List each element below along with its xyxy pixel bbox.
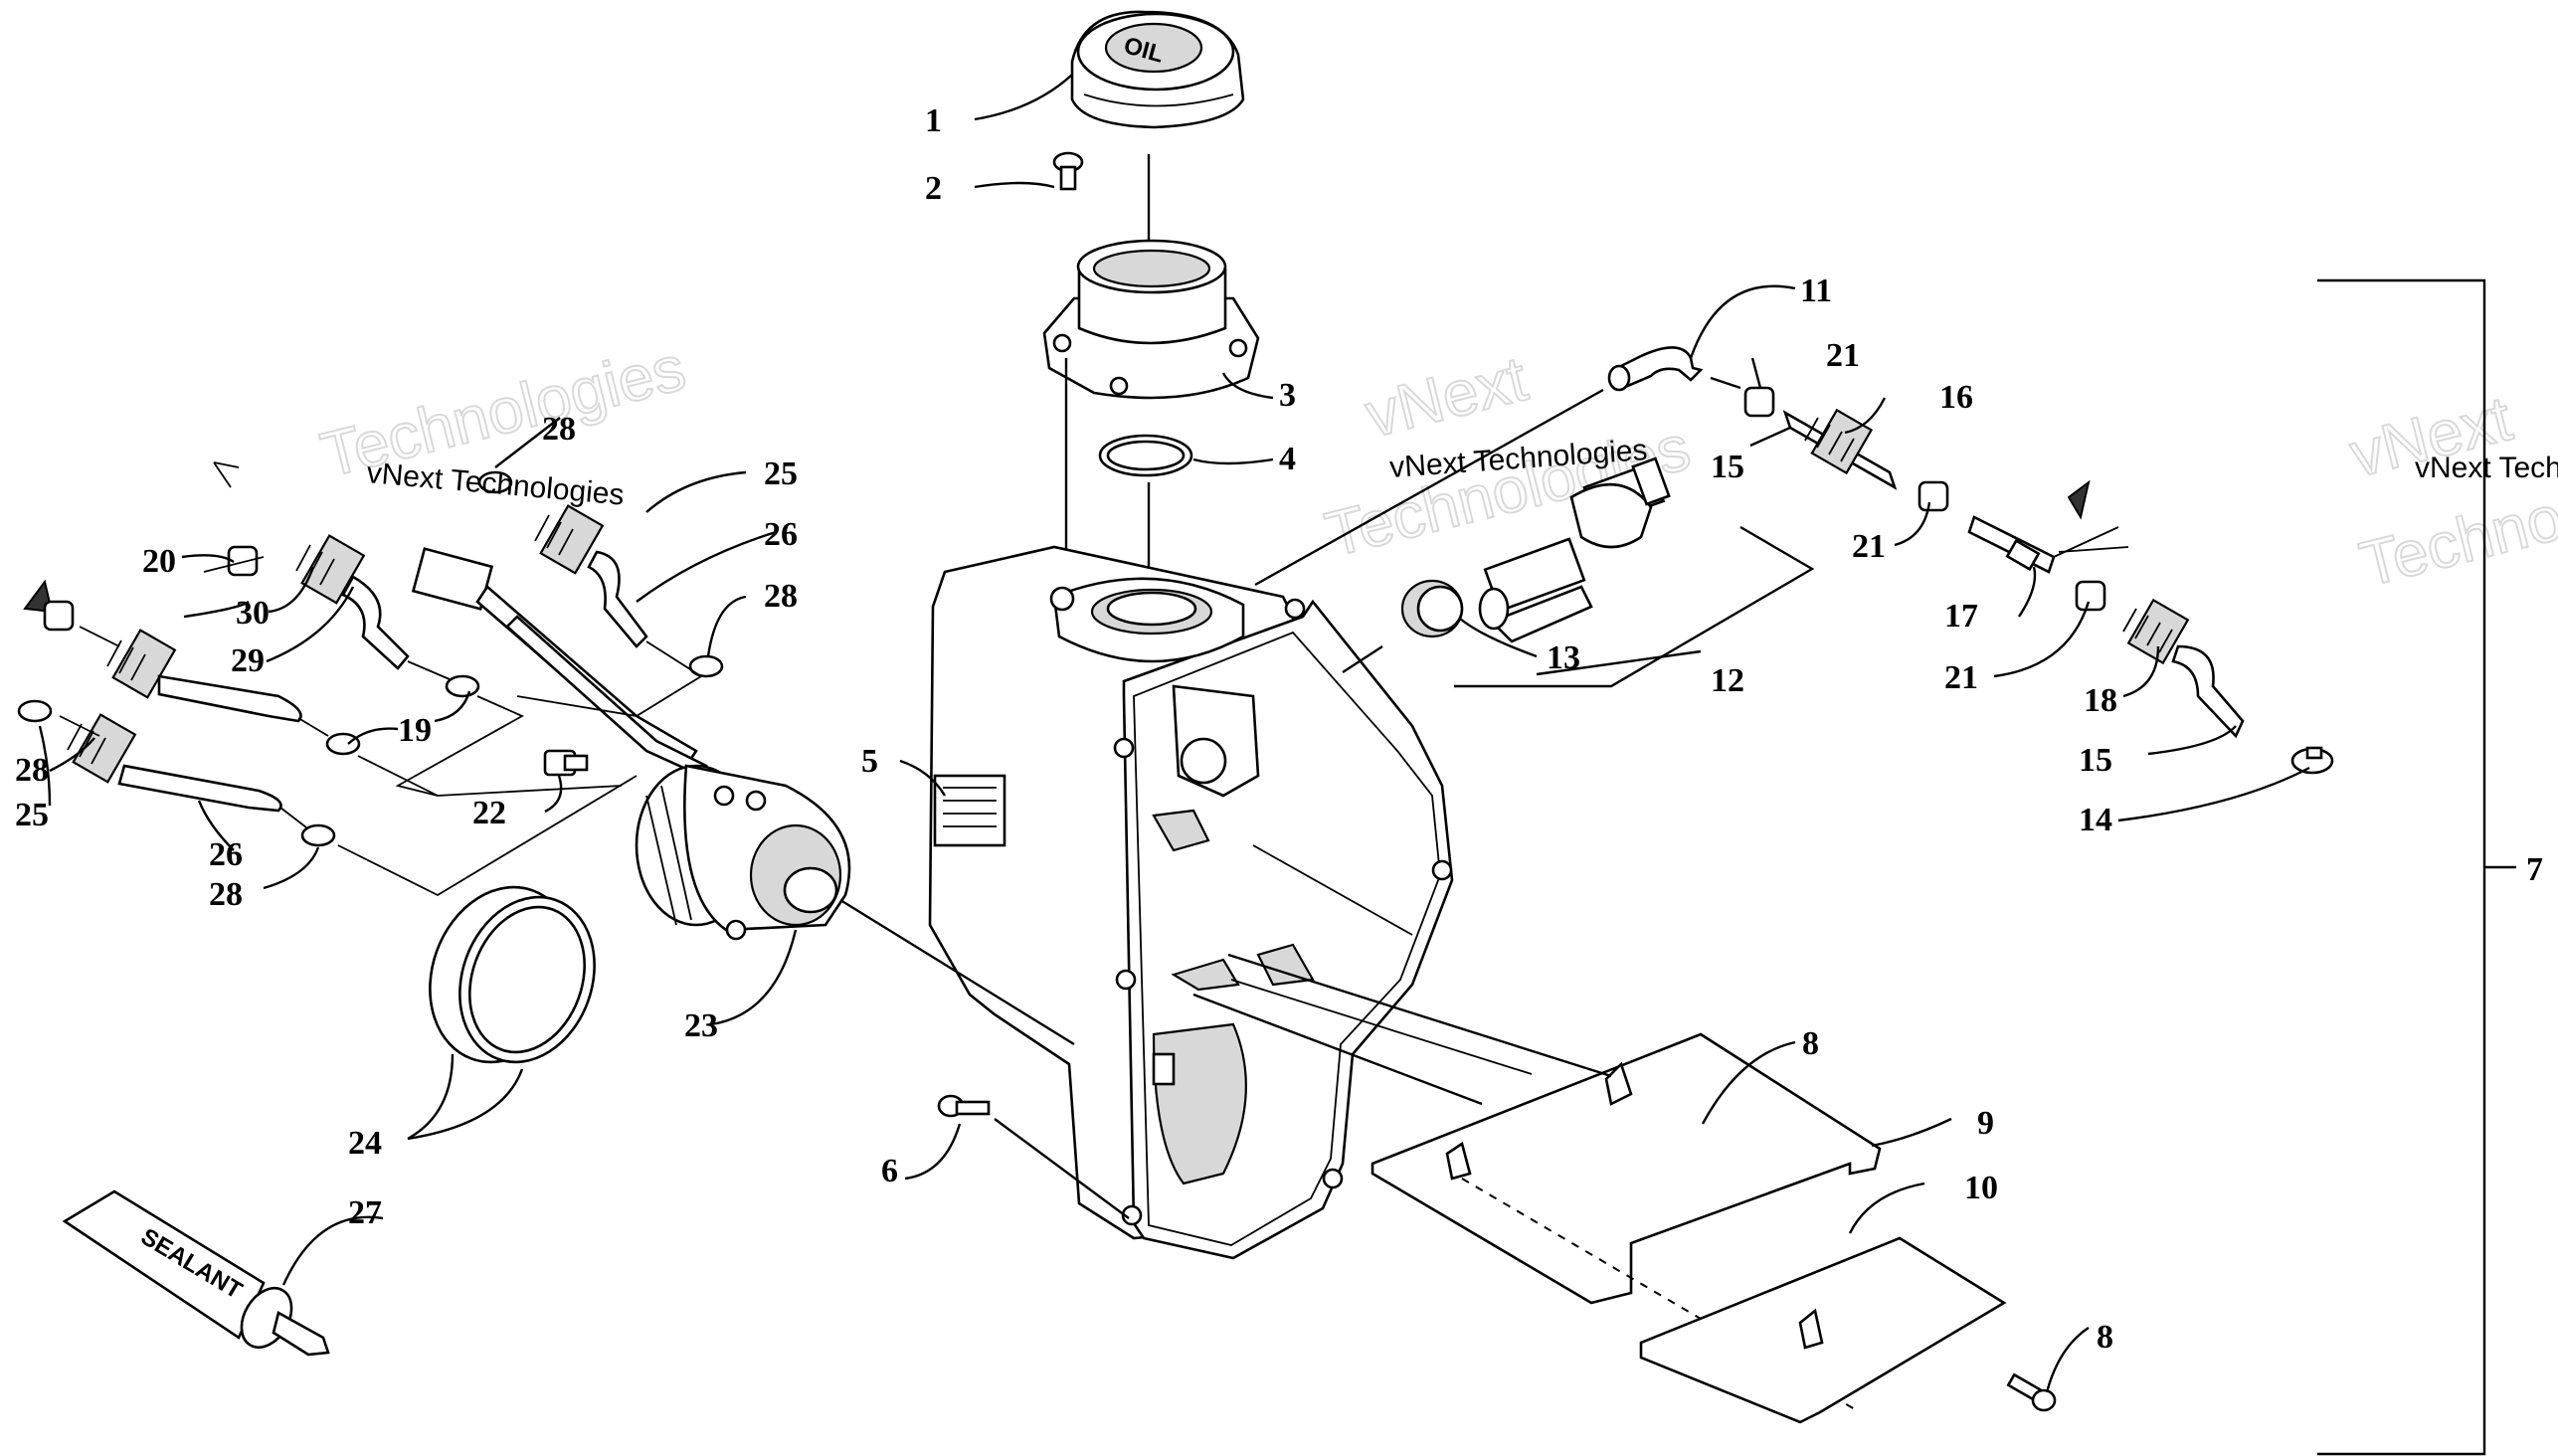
callout-30: 30 bbox=[236, 595, 270, 632]
callout-13: 13 bbox=[1547, 639, 1580, 676]
oil-sensor-12 bbox=[1478, 456, 1671, 643]
callout-5: 5 bbox=[861, 743, 878, 780]
leader-lines bbox=[38, 74, 2310, 1393]
callout-3: 3 bbox=[1279, 377, 1296, 414]
callout-29: 29 bbox=[231, 642, 265, 679]
bolt-8-lower bbox=[2006, 1372, 2057, 1412]
oil-cap: OIL bbox=[1070, 10, 1245, 129]
callout-28-left: 28 bbox=[15, 752, 49, 789]
callout-18: 18 bbox=[2084, 682, 2117, 719]
callout-25-upper: 25 bbox=[764, 455, 798, 492]
callout-28-bottom: 28 bbox=[209, 876, 243, 913]
callout-17: 17 bbox=[1944, 598, 1978, 635]
callout-14: 14 bbox=[2079, 802, 2112, 838]
callout-28-top: 28 bbox=[542, 411, 576, 448]
callout-8-upper: 8 bbox=[1802, 1025, 1819, 1062]
callout-19: 19 bbox=[398, 712, 432, 749]
watermark-right: vNext Technologies bbox=[2415, 452, 2558, 484]
callout-1: 1 bbox=[925, 102, 942, 139]
right-hose-assembly bbox=[1743, 386, 2334, 775]
fitting-22 bbox=[543, 749, 589, 777]
callout-26-lower: 26 bbox=[209, 836, 243, 873]
callout-9: 9 bbox=[1977, 1105, 1994, 1142]
filler-neck bbox=[1042, 239, 1260, 400]
bolt-6 bbox=[937, 1094, 1130, 1219]
callout-11: 11 bbox=[1800, 273, 1832, 309]
callout-21-upper: 21 bbox=[1826, 337, 1860, 374]
callout-15-lower: 15 bbox=[2079, 742, 2112, 779]
seals-24 bbox=[429, 885, 596, 1064]
plate-9 bbox=[1370, 1032, 1882, 1305]
oil-pump-23 bbox=[635, 764, 851, 941]
callout-12: 12 bbox=[1711, 662, 1744, 699]
callout-22: 22 bbox=[472, 795, 506, 831]
callout-21-mid: 21 bbox=[1852, 528, 1886, 565]
callout-8-lower: 8 bbox=[2097, 1319, 2113, 1356]
callout-26-upper: 26 bbox=[764, 516, 798, 553]
callout-7: 7 bbox=[2526, 851, 2543, 888]
assembly-bracket-7 bbox=[2317, 278, 2516, 1456]
callout-10: 10 bbox=[1964, 1170, 1998, 1206]
callout-labels: 1 2 3 4 5 6 7 8 8 9 10 11 12 13 14 15 15… bbox=[15, 102, 2543, 1356]
callout-15-upper: 15 bbox=[1711, 449, 1744, 485]
callout-28-right: 28 bbox=[764, 578, 798, 615]
callout-4: 4 bbox=[1279, 441, 1296, 477]
o-ring-4 bbox=[1098, 434, 1193, 477]
callout-6: 6 bbox=[881, 1153, 898, 1189]
watermark-faint-1: vNext bbox=[1359, 342, 1534, 451]
elbow-fitting-11 bbox=[1607, 346, 1704, 392]
plate-10 bbox=[1639, 1236, 2007, 1424]
callout-16: 16 bbox=[1939, 379, 1973, 416]
grommet-13 bbox=[1400, 579, 1464, 638]
callout-25-lower: 25 bbox=[15, 797, 49, 833]
callout-24: 24 bbox=[348, 1125, 382, 1162]
oil-tank bbox=[928, 545, 1454, 1260]
callout-2: 2 bbox=[925, 170, 942, 207]
callout-23: 23 bbox=[684, 1007, 718, 1044]
screw-2 bbox=[1052, 151, 1084, 191]
callout-21-lower: 21 bbox=[1944, 659, 1978, 696]
watermark-left: vNext Technologies bbox=[365, 456, 625, 512]
callout-27: 27 bbox=[348, 1194, 382, 1231]
callout-20: 20 bbox=[142, 543, 176, 580]
